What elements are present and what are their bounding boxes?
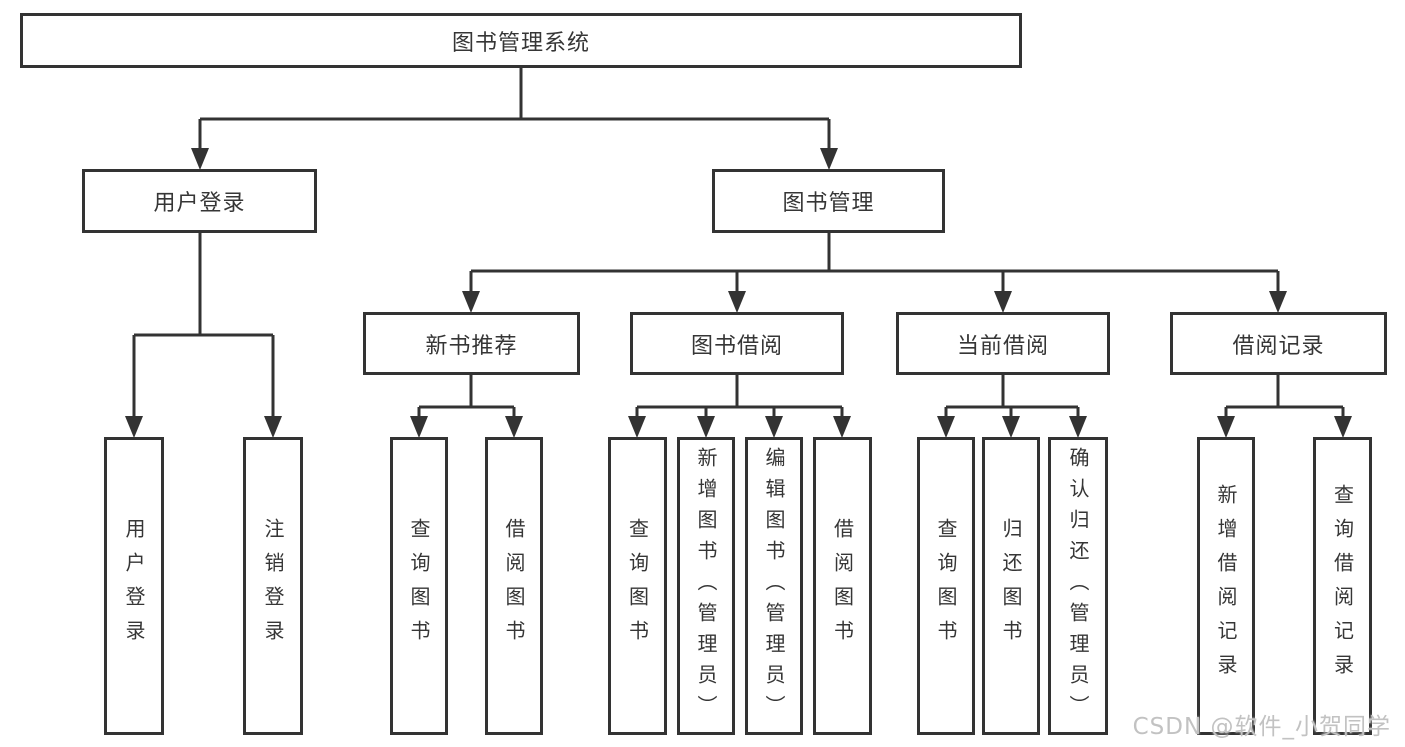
leaf-edit-book-admin-label: 编辑图书（管理员） (762, 446, 786, 726)
leaf-borrow-book-recommend-label: 借阅图书 (502, 518, 526, 654)
node-new-book-recommend: 新书推荐 (363, 312, 580, 375)
leaf-return-book-label: 归还图书 (999, 518, 1023, 654)
leaf-query-borrow-record-label: 查询借阅记录 (1330, 484, 1355, 688)
leaf-add-borrow-record: 新增借阅记录 (1197, 437, 1255, 735)
node-user-login-label: 用户登录 (153, 191, 246, 216)
node-borrowing-records: 借阅记录 (1170, 312, 1387, 375)
leaf-confirm-return-admin-label: 确认归还（管理员） (1066, 446, 1090, 726)
leaf-confirm-return-admin: 确认归还（管理员） (1048, 437, 1108, 735)
leaf-query-borrow-record: 查询借阅记录 (1313, 437, 1372, 735)
leaf-add-book-admin-label: 新增图书（管理员） (694, 446, 718, 726)
leaf-user-login-label: 用户登录 (122, 518, 146, 654)
node-root-label: 图书管理系统 (451, 30, 590, 56)
node-root: 图书管理系统 (20, 13, 1022, 68)
leaf-return-book: 归还图书 (982, 437, 1040, 735)
leaf-query-book-current-label: 查询图书 (934, 518, 958, 654)
leaf-query-book-recommend: 查询图书 (390, 437, 448, 735)
node-book-borrowing-label: 图书借阅 (690, 333, 783, 359)
node-current-borrowing: 当前借阅 (896, 312, 1110, 375)
leaf-add-borrow-record-label: 新增借阅记录 (1214, 484, 1238, 688)
leaf-query-book-borrowing: 查询图书 (608, 437, 667, 735)
leaf-user-login: 用户登录 (104, 437, 164, 735)
node-user-login: 用户登录 (82, 169, 317, 233)
leaf-query-book-borrowing-label: 查询图书 (625, 518, 650, 654)
leaf-borrow-book-recommend: 借阅图书 (485, 437, 543, 735)
leaf-logout-label: 注销登录 (261, 518, 285, 654)
node-current-borrowing-label: 当前借阅 (956, 333, 1049, 359)
node-book-borrowing: 图书借阅 (630, 312, 844, 375)
node-book-management-label: 图书管理 (782, 191, 875, 216)
node-borrowing-records-label: 借阅记录 (1232, 333, 1325, 359)
leaf-logout: 注销登录 (243, 437, 303, 735)
leaf-query-book-recommend-label: 查询图书 (407, 518, 431, 654)
arrowheads (125, 148, 1352, 438)
leaf-query-book-current: 查询图书 (917, 437, 975, 735)
node-new-book-recommend-label: 新书推荐 (425, 333, 518, 359)
node-book-management: 图书管理 (712, 169, 945, 233)
leaf-add-book-admin: 新增图书（管理员） (677, 437, 735, 735)
leaf-borrow-book-borrowing-label: 借阅图书 (830, 518, 855, 654)
leaf-borrow-book-borrowing: 借阅图书 (813, 437, 872, 735)
watermark: CSDN @软件_小贺同学 (1132, 714, 1391, 740)
leaf-edit-book-admin: 编辑图书（管理员） (745, 437, 803, 735)
